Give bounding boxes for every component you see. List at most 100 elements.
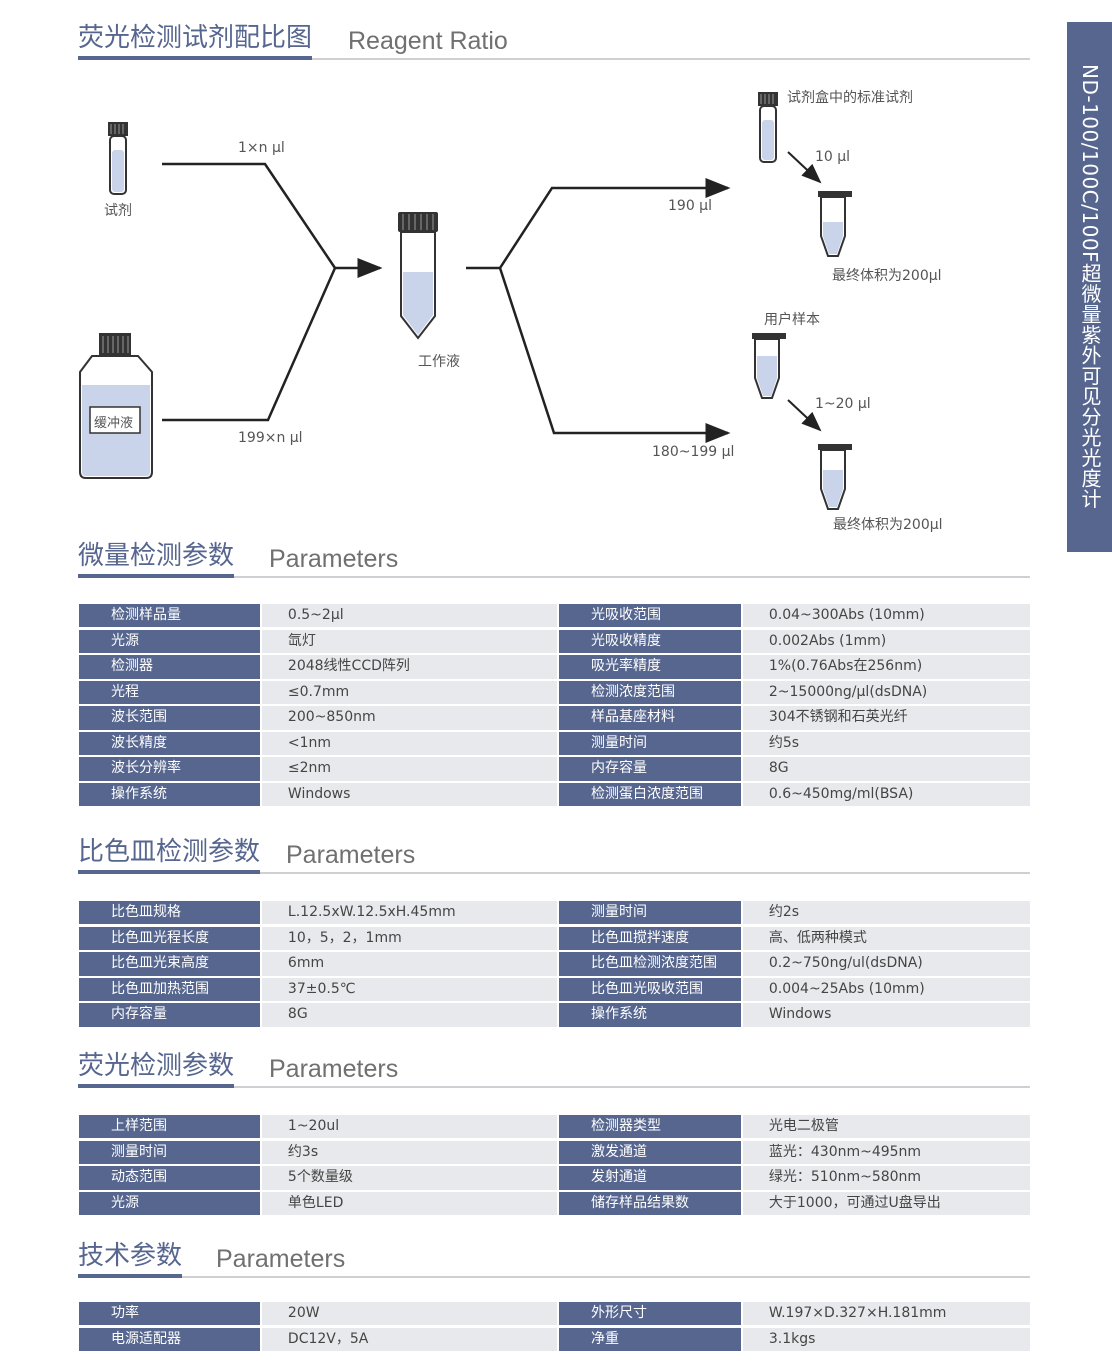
param-label: 光吸收精度 [558, 629, 741, 653]
param-label: 光源 [79, 1191, 260, 1216]
fluor-section-header: 荧光检测参数 Parameters [78, 1046, 1030, 1088]
param-value: 6mm [261, 952, 466, 976]
param-label: 吸光率精度 [558, 655, 741, 679]
cell-divider [556, 629, 559, 653]
param-value: 37±0.5℃ [261, 977, 466, 1002]
cell-divider [740, 1191, 743, 1216]
micro-title-en: Parameters [269, 545, 399, 573]
cell-divider [556, 1302, 559, 1326]
param-value: L.12.5xW.12.5xH.45mm [261, 901, 466, 925]
cell-spacer [465, 1003, 557, 1027]
cell-divider [740, 783, 743, 807]
param-label: 检测器类型 [558, 1115, 741, 1139]
cell-spacer [465, 731, 557, 756]
cell-spacer [465, 1302, 557, 1326]
cell-divider [259, 977, 262, 1002]
final-tube-icon-1 [818, 191, 852, 257]
param-value: 2048线性CCD阵列 [261, 655, 466, 679]
cell-spacer [465, 757, 557, 781]
cell-divider [740, 629, 743, 653]
param-value: 1%(0.76Abs在256nm) [742, 655, 1030, 679]
cell-spacer [465, 901, 557, 925]
cuvette-title-cn: 比色皿检测参数 [78, 836, 261, 874]
reagent-volume-label: 1×n μl [238, 140, 285, 156]
cell-divider [556, 1327, 559, 1351]
volume-10-label: 10 μl [815, 149, 851, 165]
param-label: 储存样品结果数 [558, 1191, 741, 1216]
param-label: 光程 [79, 680, 260, 705]
cell-spacer [465, 977, 557, 1002]
buffer-volume-label: 199×n μl [238, 430, 303, 446]
param-value: 8G [742, 757, 1030, 781]
cell-divider [259, 901, 262, 925]
cell-divider [740, 926, 743, 950]
param-value: 约3s [261, 1140, 466, 1164]
param-label: 动态范围 [79, 1166, 260, 1190]
user-sample-tube-icon [752, 333, 786, 399]
cell-divider [259, 680, 262, 705]
param-label: 波长分辨率 [79, 757, 260, 781]
param-value: 5个数量级 [261, 1166, 466, 1190]
tech-title-en: Parameters [216, 1245, 346, 1273]
param-label: 操作系统 [558, 1003, 741, 1027]
param-value: 氙灯 [261, 629, 466, 653]
cell-divider [259, 731, 262, 756]
param-value: 0.5~2μl [261, 604, 466, 628]
volume-180-199-label: 180~199 μl [652, 444, 735, 460]
param-label: 测量时间 [79, 1140, 260, 1164]
cell-divider [556, 680, 559, 705]
final-tube-icon-2 [818, 444, 852, 510]
cell-divider [740, 731, 743, 756]
cell-divider [556, 952, 559, 976]
cell-divider [740, 952, 743, 976]
cell-divider [259, 629, 262, 653]
cell-divider [740, 1140, 743, 1164]
param-label: 比色皿规格 [79, 901, 260, 925]
tech-section-header: 技术参数 Parameters [78, 1236, 1030, 1278]
param-label: 光源 [79, 629, 260, 653]
cuvette-section-header: 比色皿检测参数 Parameters [78, 832, 1030, 874]
fluor-title-cn: 荧光检测参数 [78, 1050, 235, 1088]
param-value: 大于1000，可通过U盘导出 [742, 1191, 1030, 1216]
cell-divider [556, 655, 559, 679]
reagent-label: 试剂 [104, 203, 132, 219]
param-value: 光电二极管 [742, 1115, 1030, 1139]
param-label: 样品基座材料 [558, 706, 741, 730]
cell-divider [556, 1115, 559, 1139]
param-value: 0.002Abs (1mm) [742, 629, 1030, 653]
param-label: 操作系统 [79, 783, 260, 807]
working-solution-tube-icon [398, 212, 438, 340]
cell-divider [259, 604, 262, 628]
param-value: 约5s [742, 731, 1030, 756]
cell-divider [556, 977, 559, 1002]
standard-reagent-label: 试剂盒中的标准试剂 [787, 90, 913, 106]
param-value: 0.004~25Abs (10mm) [742, 977, 1030, 1002]
param-label: 内存容量 [558, 757, 741, 781]
cell-spacer [465, 783, 557, 807]
param-value: Windows [742, 1003, 1030, 1027]
param-label: 上样范围 [79, 1115, 260, 1139]
cell-divider [740, 1115, 743, 1139]
buffer-bottle-icon [79, 333, 153, 479]
param-value: ≤0.7mm [261, 680, 466, 705]
cell-divider [259, 1166, 262, 1190]
standard-reagent-vial-icon [758, 92, 778, 163]
volume-1-20-label: 1~20 μl [815, 396, 871, 412]
side-tab-text: ND-100/100C/100F超微量紫外可见分光光度计 [1078, 64, 1102, 510]
cell-divider [259, 1191, 262, 1216]
cell-divider [556, 901, 559, 925]
param-label: 比色皿光束高度 [79, 952, 260, 976]
cell-divider [259, 926, 262, 950]
param-value: 304不锈钢和石英光纤 [742, 706, 1030, 730]
param-label: 功率 [79, 1302, 260, 1326]
cell-divider [259, 655, 262, 679]
cell-divider [556, 757, 559, 781]
